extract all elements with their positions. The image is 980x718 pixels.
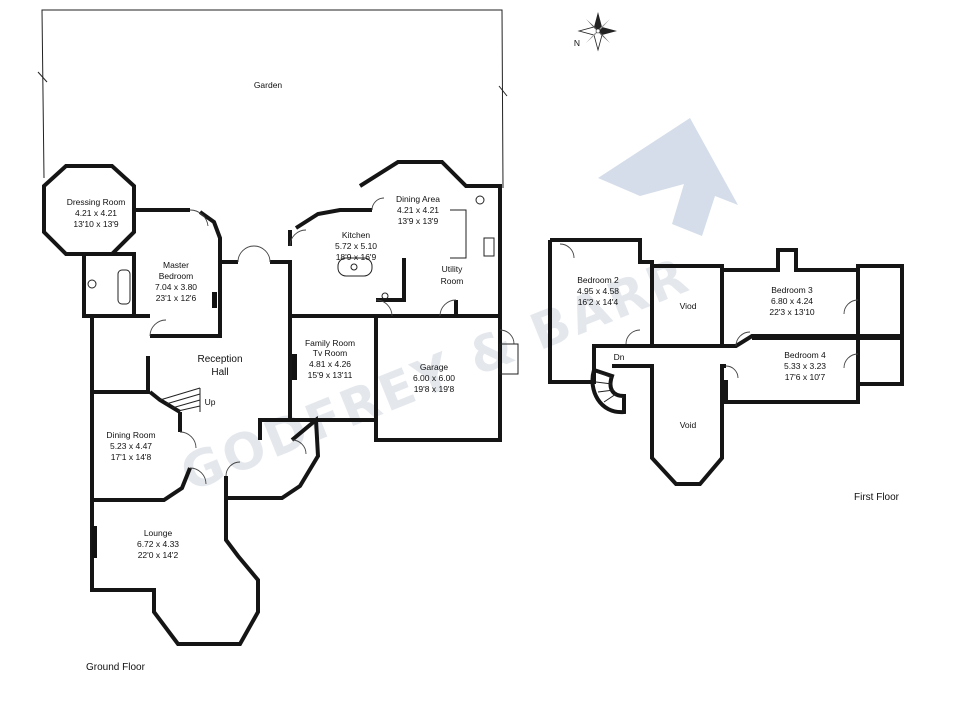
- kitchen-name: Kitchen: [342, 230, 371, 240]
- bedroom-2-name: Bedroom 2: [577, 275, 619, 285]
- bedroom-4-imperial: 17'6 x 10'7: [785, 372, 826, 382]
- bedroom-2-metric: 4.95 x 4.58: [577, 286, 619, 296]
- dressing-room-name: Dressing Room: [67, 197, 126, 207]
- ground-floor-stairs: [159, 387, 201, 412]
- dining-room-name: Dining Room: [106, 430, 155, 440]
- family-room-metric: 4.81 x 4.26: [309, 359, 351, 369]
- master-bedroom-imperial: 23'1 x 12'6: [156, 293, 197, 303]
- dining-area-imperial: 13'9 x 13'9: [398, 216, 439, 226]
- garage-imperial: 19'8 x 19'8: [414, 384, 455, 394]
- family-room-imperial: 15'9 x 13'11: [308, 370, 353, 380]
- void-label: Void: [680, 420, 697, 430]
- bedroom-3-metric: 6.80 x 4.24: [771, 296, 813, 306]
- bedroom-4-metric: 5.33 x 3.23: [784, 361, 826, 371]
- garage-metric: 6.00 x 6.00: [413, 373, 455, 383]
- first-floor-stairs: [595, 371, 617, 403]
- master-bedroom-name-line1: Master: [163, 260, 189, 270]
- bedroom-2-imperial: 16'2 x 14'4: [578, 297, 619, 307]
- utility-room-name-line2: Room: [441, 276, 464, 286]
- kitchen-imperial: 18'9 x 16'9: [336, 252, 377, 262]
- garden-boundary: [37, 9, 508, 189]
- master-bedroom-name-line2: Bedroom: [159, 271, 194, 281]
- dining-area-metric: 4.21 x 4.21: [397, 205, 439, 215]
- garage-name: Garage: [420, 362, 449, 372]
- lounge-name: Lounge: [144, 528, 173, 538]
- ground-floor-walls: [42, 160, 502, 646]
- compass-rose-icon: [577, 12, 617, 52]
- lounge-imperial: 22'0 x 14'2: [138, 550, 179, 560]
- dressing-room-metric: 4.21 x 4.21: [75, 208, 117, 218]
- reception-hall-name-line2: Hall: [211, 367, 228, 378]
- lounge-metric: 6.72 x 4.33: [137, 539, 179, 549]
- ground-floor-doors: [149, 197, 515, 485]
- dressing-room-imperial: 13'10 x 13'9: [73, 219, 119, 229]
- master-bedroom-metric: 7.04 x 3.80: [155, 282, 197, 292]
- stairs-down-label: Dn: [614, 352, 625, 362]
- first-floor-doors: [559, 243, 859, 379]
- watermark-arrow-logo: [598, 118, 738, 236]
- kitchen-metric: 5.72 x 5.10: [335, 241, 377, 251]
- dining-room-imperial: 17'1 x 14'8: [111, 452, 152, 462]
- stairs-up-label: Up: [205, 397, 216, 407]
- first-floor-label: First Floor: [854, 492, 900, 503]
- garden-label: Garden: [254, 80, 283, 90]
- utility-room-name-line1: Utility: [442, 264, 464, 274]
- bedroom-3-imperial: 22'3 x 13'10: [769, 307, 815, 317]
- compass-north-label: N: [574, 38, 580, 48]
- viod-label: Viod: [680, 301, 697, 311]
- dining-room-metric: 5.23 x 4.47: [110, 441, 152, 451]
- fixtures: [87, 195, 519, 558]
- bedroom-4-name: Bedroom 4: [784, 350, 826, 360]
- fireplace: [212, 292, 217, 308]
- first-floor-walls: [548, 238, 904, 486]
- family-room-name-line1: Family Room: [305, 338, 355, 348]
- ground-floor-label: Ground Floor: [86, 662, 146, 673]
- family-room-name-line2: Tv Room: [313, 348, 347, 358]
- dining-area-name: Dining Area: [396, 194, 440, 204]
- reception-hall-name-line1: Reception: [197, 354, 242, 365]
- bedroom-3-name: Bedroom 3: [771, 285, 813, 295]
